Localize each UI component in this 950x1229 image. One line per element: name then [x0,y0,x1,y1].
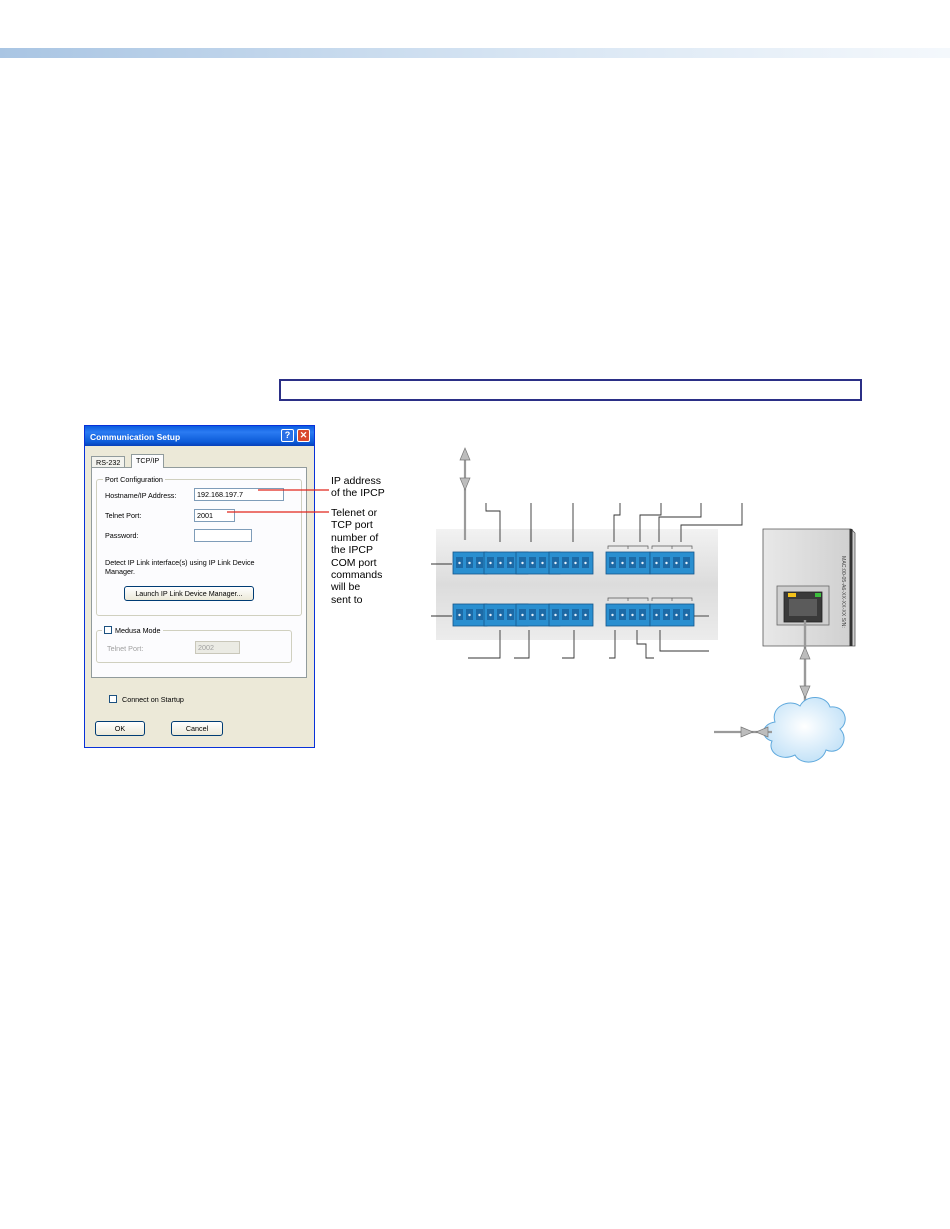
cancel-button[interactable]: Cancel [171,721,223,736]
telnet-port-label: Telnet Port: [105,511,142,520]
ip-address-callout: IP address of the IPCP [331,475,385,500]
terminal-pin [574,613,577,617]
link-led-amber [788,593,796,597]
callout-line: TCP port [331,519,373,532]
terminal-pin [665,613,668,617]
medusa-telnet-port-input: 2002 [195,641,240,654]
network-arrow [799,620,811,702]
callout-line: COM port [331,556,377,569]
callout-line: IP address [331,475,382,487]
terminal-pin [641,561,644,565]
terminal-pin [509,561,512,565]
terminal-pin [478,613,481,617]
terminal-pin [641,613,644,617]
header-gradient-bar [0,48,950,58]
ethernet-port-opening [789,599,817,616]
telnet-port-callout: Telenet or TCP port number of the IPCP C… [331,507,382,606]
connect-on-startup-label: Connect on Startup [122,695,184,704]
callout-line: sent to [331,593,363,606]
medusa-mode-group: Medusa Mode Telnet Port: 2002 [96,626,292,663]
port-configuration-group: Port Configuration Hostname/IP Address: … [96,475,302,616]
tab-tcpip[interactable]: TCP/IP [131,454,165,468]
terminal-pin [509,613,512,617]
terminal-pin [489,613,492,617]
connector-rows [452,545,695,627]
terminal-pin [611,613,614,617]
network-cloud-icon [763,697,846,763]
terminal-pin [531,613,534,617]
terminal-pin [584,561,587,565]
detect-instructions: Detect IP Link interface(s) using IP Lin… [105,558,255,576]
terminal-pin [564,561,567,565]
terminal-pin [621,613,624,617]
terminal-pin [499,561,502,565]
password-input[interactable] [194,529,252,542]
terminal-pin [611,561,614,565]
medusa-mode-label: Medusa Mode [115,626,161,635]
pin-bracket [651,597,693,601]
dialog-title: Communication Setup [90,432,181,442]
password-label: Password: [105,531,139,540]
lan-arrow [714,726,772,738]
port-leader-lines [431,503,743,659]
medusa-mode-legend: Medusa Mode [102,626,163,635]
close-icon[interactable]: ✕ [297,429,310,442]
terminal-pin [478,561,481,565]
terminal-pin [458,613,461,617]
terminal-pin [554,561,557,565]
callout-line: commands [331,569,383,582]
hostname-label: Hostname/IP Address: [105,491,177,500]
terminal-pin [554,613,557,617]
hostname-input[interactable]: 192.168.197.7 [194,488,284,501]
callout-line: the IPCP [331,544,374,557]
terminal-pin [541,561,544,565]
terminal-pin [541,613,544,617]
callout-line: Telenet or [331,507,378,519]
callout-line: will be [331,581,361,594]
medusa-telnet-port-label: Telnet Port: [107,644,144,653]
terminal-pin [574,561,577,565]
port-configuration-legend: Port Configuration [103,475,165,484]
pin-bracket [651,545,693,549]
tab-rs232[interactable]: RS-232 [91,456,126,468]
terminal-pin [675,613,678,617]
terminal-pin [621,561,624,565]
terminal-pin [489,561,492,565]
power-arrow [459,447,471,540]
terminal-pin [468,561,471,565]
terminal-pin [655,613,658,617]
dialog-titlebar[interactable]: Communication Setup ? ✕ [85,426,314,446]
device-mac-label: MAC:00-05-A6-XX-XX-XX S/N: [840,556,846,628]
terminal-pin [675,561,678,565]
tcpip-tab-panel: Port Configuration Hostname/IP Address: … [91,467,307,678]
link-led-green [815,593,821,597]
callout-line: of the IPCP [331,487,385,500]
terminal-pin [584,613,587,617]
terminal-pin [655,561,658,565]
callout-line: number of [331,531,379,544]
terminal-pin [458,561,461,565]
pin-bracket [607,597,649,601]
terminal-pin [521,561,524,565]
ok-button[interactable]: OK [95,721,145,736]
terminal-pin [521,613,524,617]
terminal-pin [631,561,634,565]
terminal-pin [468,613,471,617]
terminal-pin [531,561,534,565]
terminal-pin [665,561,668,565]
terminal-pin [499,613,502,617]
connect-on-startup-checkbox[interactable] [109,695,117,703]
figure-caption-box [279,379,862,401]
telnet-port-input[interactable]: 2001 [194,509,235,522]
terminal-pin [685,613,688,617]
launch-device-manager-button[interactable]: Launch IP Link Device Manager... [124,586,254,601]
terminal-pin [631,613,634,617]
terminal-pin [564,613,567,617]
help-icon[interactable]: ? [281,429,294,442]
communication-setup-dialog: Communication Setup ? ✕ RS-232 TCP/IP Po… [84,425,315,748]
medusa-mode-checkbox[interactable] [104,626,112,634]
pin-bracket [607,545,649,549]
terminal-pin [685,561,688,565]
